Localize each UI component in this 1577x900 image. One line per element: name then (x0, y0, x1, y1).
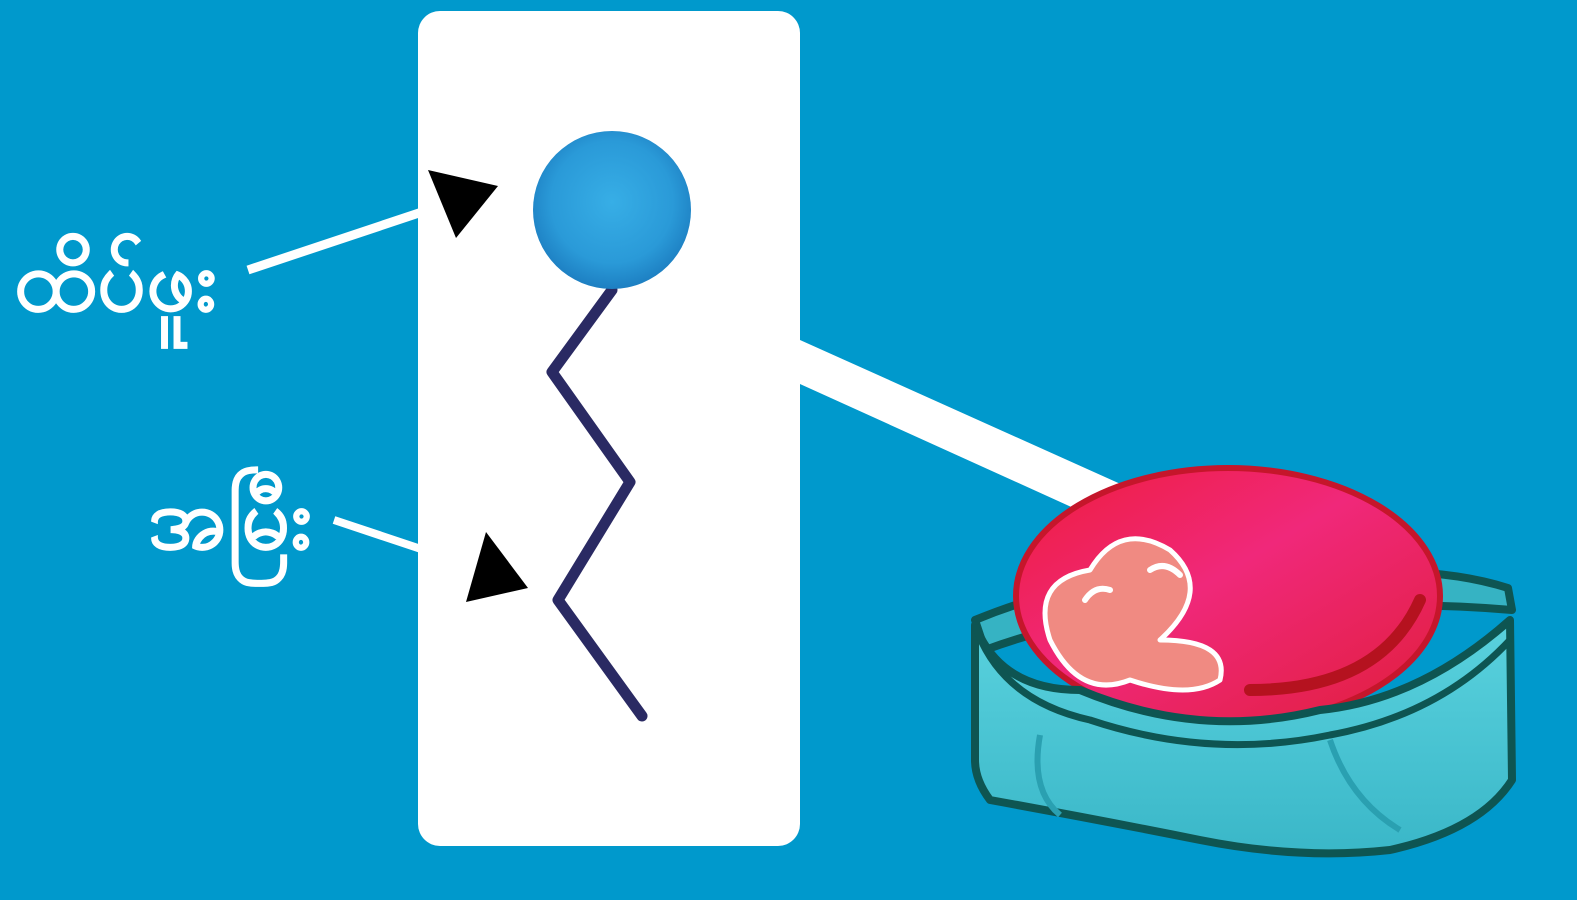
head-label: ထိပ်ဖူး (14, 238, 217, 324)
head-circle-icon (533, 131, 691, 289)
connector-band (800, 340, 1125, 520)
cell-illustration (975, 468, 1512, 853)
tail-label: အမြီး (148, 476, 312, 562)
